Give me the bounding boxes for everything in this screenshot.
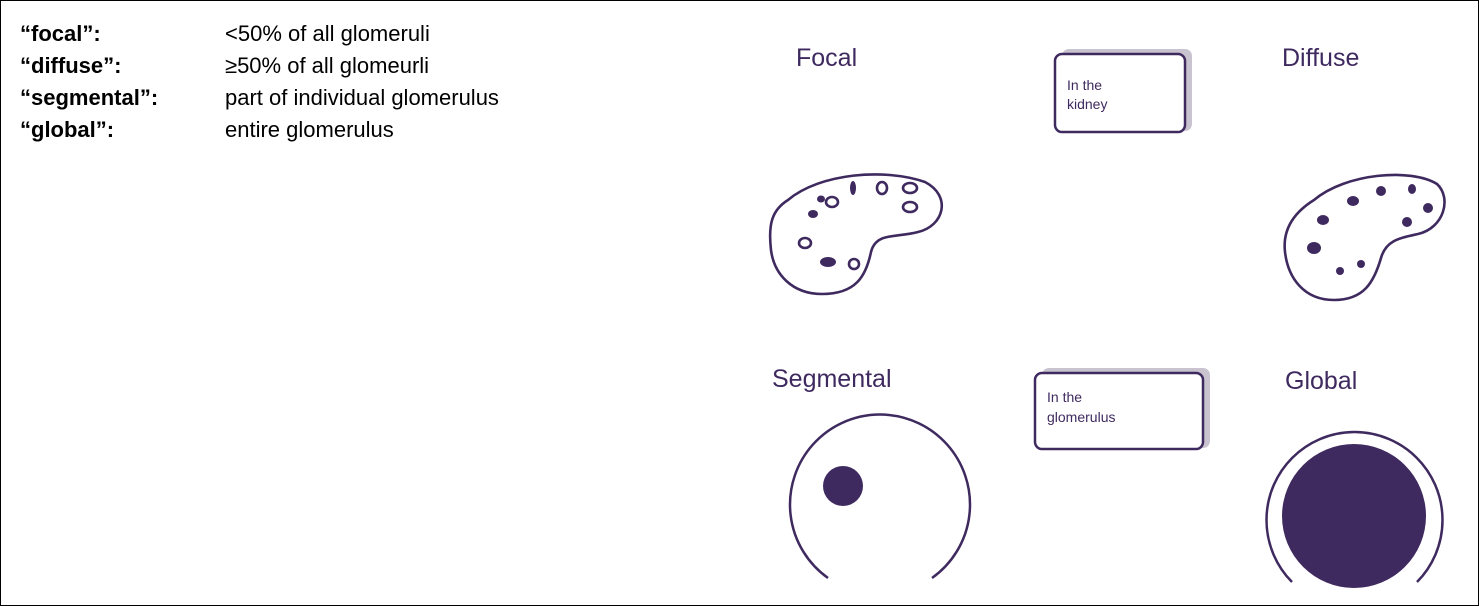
glomerulus-box-line1: In the (1047, 389, 1082, 405)
glomerulus-scope-box: In the glomerulus (1035, 368, 1210, 449)
lesion-dot (1402, 217, 1412, 227)
lesion-dot (1307, 242, 1321, 254)
glomerulus-box-line2: glomerulus (1047, 409, 1115, 425)
term-focal: “focal”: (20, 21, 225, 47)
lesion-dot (1423, 203, 1433, 213)
term-segmental: “segmental”: (20, 85, 225, 111)
definition-row-global: “global”: entire glomerulus (20, 114, 499, 146)
lesion-dot (1336, 267, 1344, 275)
label-focal: Focal (796, 44, 857, 72)
normal-glomerulus (826, 197, 838, 207)
meaning-global: entire glomerulus (225, 117, 394, 143)
lesion-dot (1347, 196, 1359, 206)
lesion-dot (820, 257, 836, 267)
normal-glomerulus (903, 202, 917, 212)
label-global: Global (1285, 367, 1357, 395)
meaning-diffuse: ≥50% of all glomeurli (225, 53, 429, 79)
lesion-dot (1317, 215, 1329, 225)
meaning-focal: <50% of all glomeruli (225, 21, 430, 47)
definition-row-segmental: “segmental”: part of individual glomerul… (20, 82, 499, 114)
lesion-dot (1357, 260, 1365, 268)
lesion-dot (817, 196, 825, 203)
lesion-dot (808, 210, 818, 218)
diffuse-kidney-icon (1285, 175, 1445, 300)
label-diffuse: Diffuse (1282, 44, 1359, 72)
normal-glomerulus (903, 183, 917, 193)
kidney-scope-box: In the kidney (1055, 49, 1192, 132)
glomerulus-outline (790, 415, 970, 578)
kidney-box-line2: kidney (1067, 96, 1107, 112)
global-glomerulus-icon (1267, 432, 1443, 588)
definitions-list: “focal”: <50% of all glomeruli “diffuse”… (20, 18, 499, 146)
box-outline (1055, 54, 1185, 132)
kidney-box-line1: In the (1067, 77, 1102, 93)
definition-row-diffuse: “diffuse”: ≥50% of all glomeurli (20, 50, 499, 82)
segmental-lesion (823, 466, 863, 506)
segmental-glomerulus-icon (790, 415, 970, 578)
label-segmental: Segmental (772, 365, 892, 393)
global-lesion (1282, 444, 1426, 588)
term-global: “global”: (20, 117, 225, 143)
definition-row-focal: “focal”: <50% of all glomeruli (20, 18, 499, 50)
lesion-dot (1376, 186, 1386, 196)
glomerular-lesion-diagram: Focal Diffuse Segmental Global In the ki… (700, 0, 1470, 600)
normal-glomerulus (849, 259, 859, 269)
lesion-dot (1408, 184, 1416, 194)
kidney-outline (1285, 175, 1445, 300)
lesion-dot (850, 181, 856, 195)
normal-glomerulus (877, 182, 887, 194)
term-diffuse: “diffuse”: (20, 53, 225, 79)
meaning-segmental: part of individual glomerulus (225, 85, 499, 111)
normal-glomerulus (799, 238, 811, 248)
focal-kidney-icon (770, 174, 942, 294)
